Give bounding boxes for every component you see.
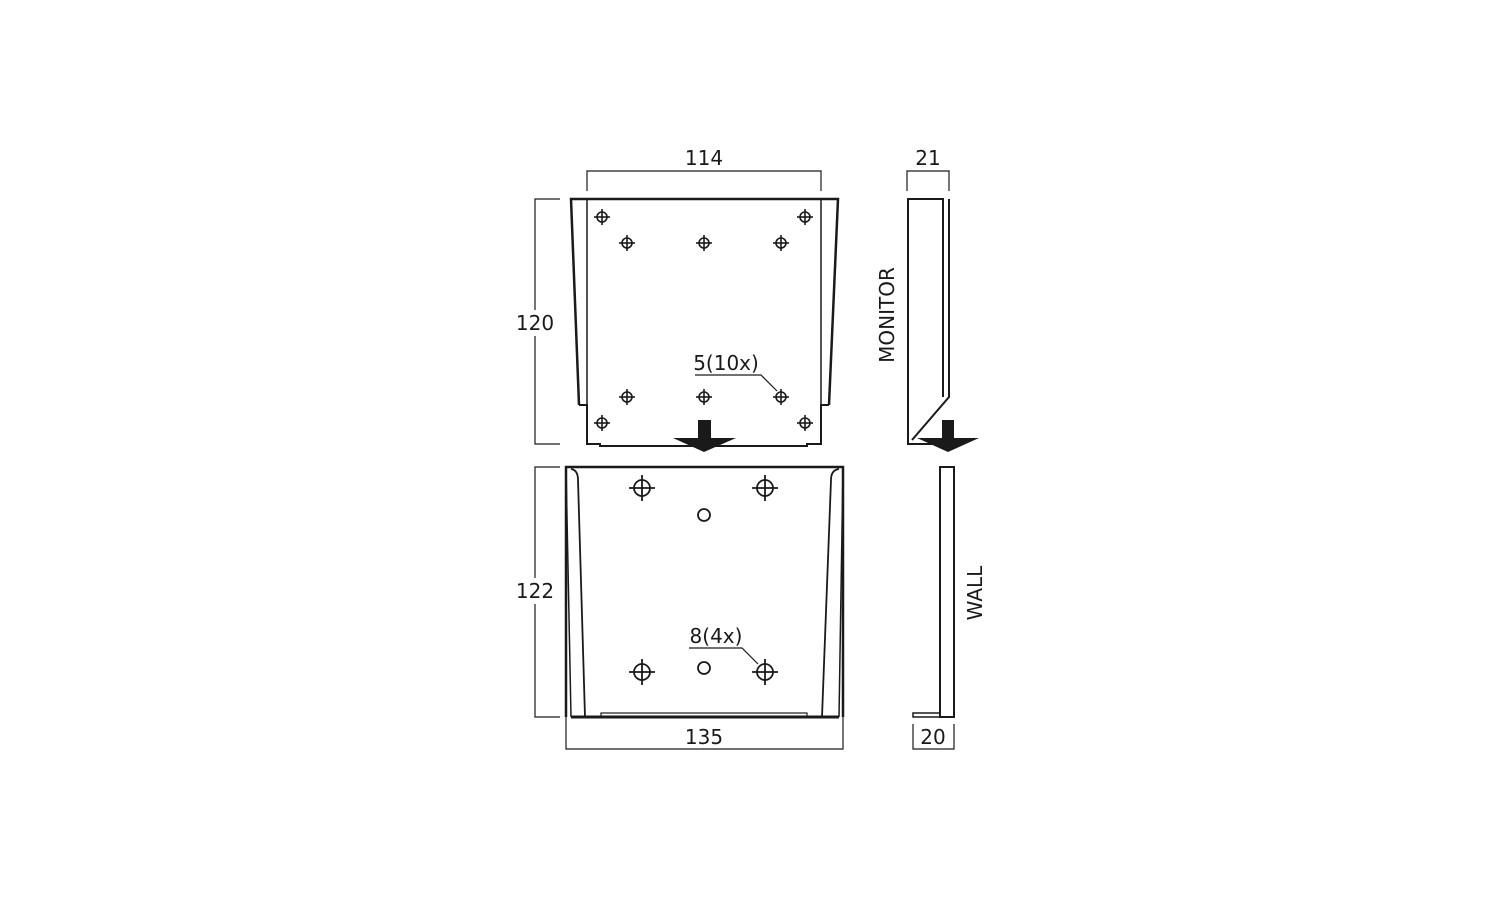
wall-hole-callout: 8(4x)	[690, 624, 743, 648]
mounting-hole-icon	[619, 235, 635, 251]
wall-plate-edge-right	[838, 466, 844, 718]
dim-line-135	[565, 649, 844, 750]
mounting-hole-icon	[696, 235, 712, 251]
wall-plate-inner-left	[570, 468, 586, 718]
wall-plate-inner-right	[821, 468, 840, 718]
monitor-label: MONITOR	[875, 267, 899, 363]
dim-120: 120	[516, 311, 554, 335]
wall-side-foot	[912, 712, 941, 718]
dim-line-20	[912, 724, 955, 750]
monitor-plate-outline	[569, 197, 840, 406]
dim-135: 135	[685, 725, 723, 749]
dim-122: 122	[516, 579, 554, 603]
wall-plate-outline-top	[564, 465, 845, 717]
wall-hole-leader	[689, 647, 759, 665]
mounting-hole-icon	[773, 389, 789, 405]
mounting-hole-icon	[752, 659, 778, 685]
center-hole	[697, 508, 711, 522]
center-hole	[697, 661, 711, 675]
monitor-hole-callout: 5(10x)	[693, 351, 759, 375]
wall-label: WALL	[963, 565, 987, 621]
dim-21: 21	[915, 146, 940, 170]
monitor-plate: 5(10x) 114 120	[512, 146, 840, 452]
monitor-holes	[594, 209, 813, 431]
wall-plate-strip	[600, 712, 808, 718]
down-arrow-icon	[673, 420, 736, 452]
dim-line-114	[586, 170, 822, 191]
mounting-hole-icon	[797, 209, 813, 225]
dim-114: 114	[685, 146, 723, 170]
wall-holes	[629, 475, 778, 685]
mounting-hole-icon	[797, 415, 813, 431]
monitor-side-view: 21 MONITOR	[875, 146, 979, 452]
mounting-hole-icon	[752, 475, 778, 501]
mounting-hole-icon	[594, 415, 610, 431]
wall-side-plate	[939, 466, 955, 718]
dim-20: 20	[920, 725, 945, 749]
dim-line-21	[906, 170, 950, 191]
wall-plate: 8(4x) 135 122	[512, 465, 845, 750]
wall-plate-edge-left	[565, 466, 572, 718]
monitor-side-outline	[907, 198, 944, 445]
mounting-hole-icon	[773, 235, 789, 251]
mounting-hole-icon	[629, 659, 655, 685]
mounting-hole-icon	[629, 475, 655, 501]
mounting-hole-icon	[594, 209, 610, 225]
down-arrow-icon	[917, 420, 979, 452]
mounting-hole-icon	[619, 389, 635, 405]
mounting-hole-icon	[696, 389, 712, 405]
monitor-hole-leader	[695, 374, 778, 392]
monitor-side-flange	[911, 199, 950, 441]
wall-side-view: 20 WALL	[912, 466, 987, 750]
